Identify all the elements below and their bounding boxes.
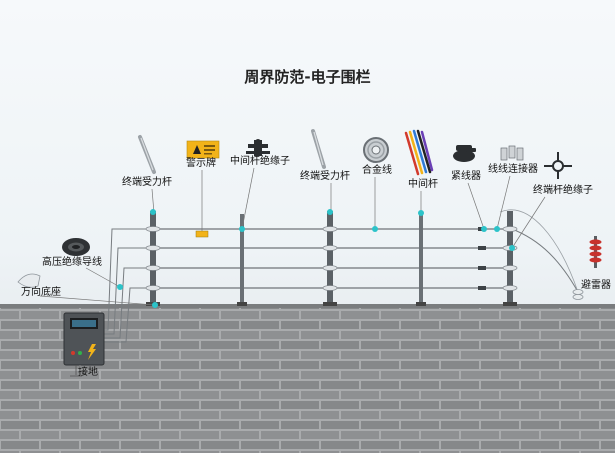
arrester-lead xyxy=(511,228,579,293)
label-alloy-wire: 合金线 xyxy=(362,165,392,176)
terminal-post-center xyxy=(323,211,337,306)
label-lightning-arrester: 避雷器 xyxy=(581,280,611,291)
universal-base-thumb xyxy=(17,273,41,288)
callout-markers xyxy=(117,209,515,308)
arrester-ground-insulator xyxy=(572,289,584,300)
middle-post-2 xyxy=(416,214,426,306)
label-middle-post-insulator: 中间杆绝缘子 xyxy=(230,156,290,167)
hv-cable-thumb xyxy=(62,238,90,256)
controller-box xyxy=(63,312,105,366)
terminal-insulators xyxy=(145,226,518,291)
label-terminal-post-1: 终端受力杆 xyxy=(122,177,172,188)
lightning-arrester-thumb xyxy=(589,236,602,268)
tensioner-thumb xyxy=(453,145,476,162)
label-terminal-post-insulator: 终端杆绝缘子 xyxy=(533,185,593,196)
ground-wire xyxy=(70,365,82,377)
terminal-insulator-thumb xyxy=(544,152,572,179)
wire-connector-thumb xyxy=(500,145,524,161)
label-grounding: 接地 xyxy=(78,367,98,378)
label-middle-post: 中间杆 xyxy=(408,179,438,190)
terminal-post-thumb-1 xyxy=(138,135,156,174)
label-terminal-post-2: 终端受力杆 xyxy=(300,171,350,182)
page-title: 周界防范-电子围栏 xyxy=(244,68,371,86)
middle-insulator-thumb xyxy=(246,139,270,156)
warning-sign-plate xyxy=(195,230,209,238)
tensioners xyxy=(478,227,486,290)
middle-post-1 xyxy=(237,214,247,306)
label-tensioner: 紧线器 xyxy=(451,171,481,182)
terminal-post-left xyxy=(146,211,160,306)
label-wire-connector: 线线连接器 xyxy=(488,164,538,175)
label-warning-sign: 警示牌 xyxy=(186,158,216,169)
callout-lines xyxy=(39,167,546,306)
label-hv-insulated-cable: 高压绝缘导线 xyxy=(42,257,102,268)
arrester-lead-2 xyxy=(499,209,579,293)
middle-post-thumb xyxy=(404,129,434,176)
label-universal-base: 万向底座 xyxy=(21,287,61,298)
warning-sign-thumb xyxy=(186,140,220,159)
wall-cap xyxy=(0,304,615,308)
alloy-wire-thumb xyxy=(363,137,389,163)
terminal-post-thumb-2 xyxy=(311,129,326,169)
terminal-post-right xyxy=(503,211,517,306)
